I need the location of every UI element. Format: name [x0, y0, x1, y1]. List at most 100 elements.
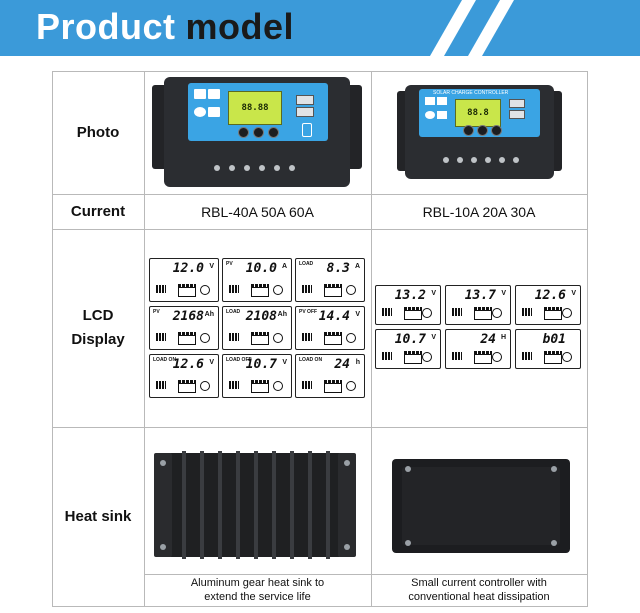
lcd-unit: V — [501, 290, 506, 297]
lcd-unit: V — [282, 359, 287, 366]
row-label-lcd-line1: LCD — [82, 307, 114, 324]
right-model-current: RBL-10A 20A 30A — [422, 203, 536, 220]
lcd-status-icons — [156, 283, 212, 297]
battery-level-icon — [324, 332, 342, 335]
right-caption-line1: Small current controller with — [411, 577, 547, 589]
lcd-unit: Ah — [204, 311, 214, 318]
row-divider — [52, 194, 588, 195]
battery-icon — [544, 354, 562, 364]
battery-icon — [544, 310, 562, 320]
battery-icon — [251, 383, 269, 393]
bulb-icon — [422, 352, 432, 362]
lcd-screen: b01 — [515, 329, 581, 369]
battery-level-icon — [544, 307, 562, 310]
battery-icon — [251, 287, 269, 297]
usb-port — [296, 107, 314, 117]
battery-level-icon — [251, 380, 269, 383]
solar-panel-icon — [522, 352, 532, 360]
column-divider — [144, 71, 145, 607]
solar-panel-icon — [452, 352, 462, 360]
usb-port — [296, 95, 314, 105]
bulb-icon — [273, 333, 283, 343]
solar-panel-icon — [156, 333, 166, 341]
battery-level-icon — [404, 307, 422, 310]
lcd-status-icons — [229, 379, 285, 393]
bulb-icon — [200, 285, 210, 295]
battery-level-icon — [178, 332, 196, 335]
set-button[interactable] — [477, 125, 488, 136]
lcd-unit: V — [209, 359, 214, 366]
terminal-screw — [485, 157, 491, 163]
down-button[interactable] — [268, 127, 279, 138]
lcd-mode-tag: LOAD — [226, 309, 241, 315]
battery-icon — [324, 383, 342, 393]
row-divider — [52, 229, 588, 230]
sun-icon — [208, 89, 220, 99]
battery-level-icon — [178, 380, 196, 383]
lcd-status-icons — [452, 306, 504, 320]
controller-lcd: 88.8 — [455, 99, 501, 127]
lcd-value: 2168 — [172, 309, 204, 324]
left-heatsink-photo — [154, 451, 356, 559]
terminal-screw — [457, 157, 463, 163]
menu-button[interactable] — [238, 127, 249, 138]
battery-level-icon — [324, 380, 342, 383]
lcd-mode-tag: LOAD ON — [153, 357, 177, 363]
lcd-value: 24 — [334, 357, 350, 372]
lcd-mode-tag: PV — [153, 309, 160, 315]
lock-icon — [208, 107, 220, 117]
battery-level-icon — [251, 332, 269, 335]
lcd-unit: A — [354, 263, 360, 270]
bulb-icon — [273, 285, 283, 295]
right-controller-photo: SOLAR CHARGE CONTROLLER 88.8 — [397, 85, 562, 181]
device-icon — [425, 97, 435, 105]
row-label-lcd-line2: Display — [71, 331, 125, 348]
lcd-unit: V — [431, 334, 436, 341]
lcd-mode-tag: LOAD — [299, 261, 314, 267]
left-caption-line1: Aluminum gear heat sink to — [190, 577, 325, 589]
lcd-value: 12.6 — [172, 357, 204, 372]
lcd-unit: h — [355, 359, 360, 366]
battery-icon — [178, 335, 196, 345]
left-caption-line2: extend the service life — [204, 591, 311, 603]
battery-icon — [251, 335, 269, 345]
right-heatsink-photo — [392, 459, 570, 553]
lcd-unit: A — [281, 263, 287, 270]
bulb-icon — [346, 333, 356, 343]
terminal-screw — [274, 165, 280, 171]
solar-panel-icon — [156, 381, 166, 389]
bulb-icon — [422, 308, 432, 318]
controller-title: SOLAR CHARGE CONTROLLER — [433, 90, 509, 96]
lcd-status-icons — [522, 306, 574, 320]
menu-button[interactable] — [463, 125, 474, 136]
usb-port — [509, 110, 525, 119]
sun-icon — [437, 97, 447, 105]
set-button[interactable] — [253, 127, 264, 138]
table-border-top — [52, 71, 588, 72]
down-button[interactable] — [491, 125, 502, 136]
bulb-icon — [200, 333, 210, 343]
solar-panel-icon — [229, 333, 239, 341]
lcd-status-icons — [156, 331, 212, 345]
table-border-bottom — [52, 606, 588, 607]
solar-panel-icon — [382, 352, 392, 360]
lcd-status-icons — [156, 379, 212, 393]
lcd-status-icons — [302, 283, 358, 297]
lcd-value: 12.6 — [534, 288, 566, 303]
solar-panel-icon — [382, 308, 392, 316]
lcd-status-icons — [302, 379, 358, 393]
lcd-status-icons — [452, 350, 504, 364]
row-divider — [144, 574, 588, 575]
right-caption-line2: conventional heat dissipation — [408, 591, 550, 603]
lcd-unit: V — [209, 263, 214, 270]
row-divider — [52, 427, 588, 428]
row-label-photo: Photo — [76, 123, 120, 141]
